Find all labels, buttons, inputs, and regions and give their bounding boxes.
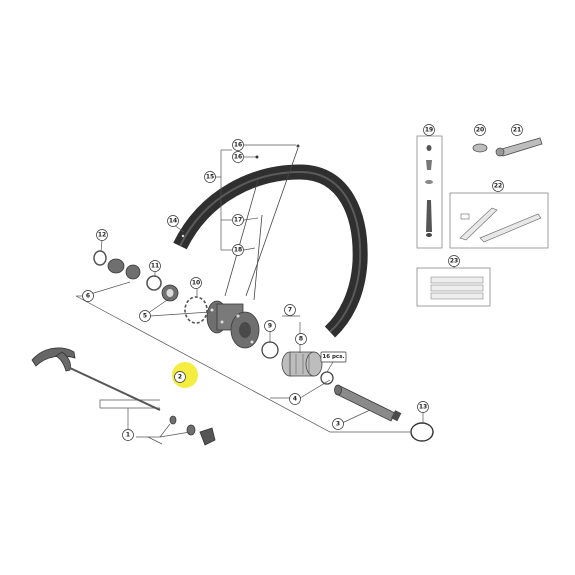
callout-20: 20 [474,124,486,136]
svg-text:7: 7 [288,307,292,314]
callout-19: 19 [423,124,435,136]
svg-text:8: 8 [299,336,303,343]
callout-7: 7 [284,304,296,316]
svg-text:16: 16 [234,142,242,149]
freehub-parts [261,341,334,385]
svg-text:16 pcs.: 16 pcs. [322,354,344,360]
callout-14: 14 [167,215,179,227]
svg-text:4: 4 [293,396,297,403]
callout-21: 21 [511,124,523,136]
callout-11: 11 [149,260,161,272]
rotor-adapter-ring [184,296,208,324]
svg-text:3: 3 [336,421,340,428]
quick-release-skewer [31,347,216,446]
callout-23: 23 [448,255,460,267]
svg-text:17: 17 [234,217,242,224]
hub-body [206,300,260,349]
svg-text:11: 11 [151,263,159,270]
svg-text:18: 18 [234,247,242,254]
callout-9: 9 [264,320,276,332]
spokes [224,144,300,301]
quantity-label: 16 pcs. [320,351,347,363]
callout-2[interactable]: 2 [172,362,198,388]
callout-15: 15 [204,171,216,183]
svg-text:22: 22 [494,183,502,190]
svg-text:19: 19 [425,127,433,134]
axle [334,384,402,422]
o-ring [410,422,434,442]
spoke-tools [472,137,543,157]
svg-text:21: 21 [513,127,521,134]
callout-10: 10 [190,277,202,289]
spoke-nipple-set-box [416,135,443,249]
svg-text:15: 15 [206,174,214,181]
svg-text:20: 20 [476,127,484,134]
leader-lines [75,144,424,445]
svg-text:23: 23 [450,258,458,265]
callout-5: 5 [139,310,151,322]
svg-text:6: 6 [86,293,90,300]
callout-1: 1 [122,429,134,441]
callout-17: 17 [232,214,244,226]
callout-16b: 16 [232,151,244,163]
svg-text:10: 10 [192,280,200,287]
svg-text:2: 2 [178,374,182,381]
svg-text:9: 9 [268,323,272,330]
svg-text:13: 13 [419,404,427,411]
callout-13: 13 [417,401,429,413]
rim-tape-box [449,192,549,249]
callout-18: 18 [232,244,244,256]
rim [173,164,368,338]
callout-8: 8 [295,333,307,345]
svg-text:16: 16 [234,154,242,161]
callout-22: 22 [492,180,504,192]
left-hub-parts [93,250,179,302]
callout-16a: 16 [232,139,244,151]
svg-text:5: 5 [143,313,147,320]
svg-text:14: 14 [169,218,177,225]
svg-text:1: 1 [126,432,130,439]
callout-4: 4 [289,393,301,405]
callout-6: 6 [82,290,94,302]
label-sticker-box [416,262,491,307]
callout-12: 12 [96,229,108,241]
callout-3: 3 [332,418,344,430]
svg-text:12: 12 [98,232,106,239]
